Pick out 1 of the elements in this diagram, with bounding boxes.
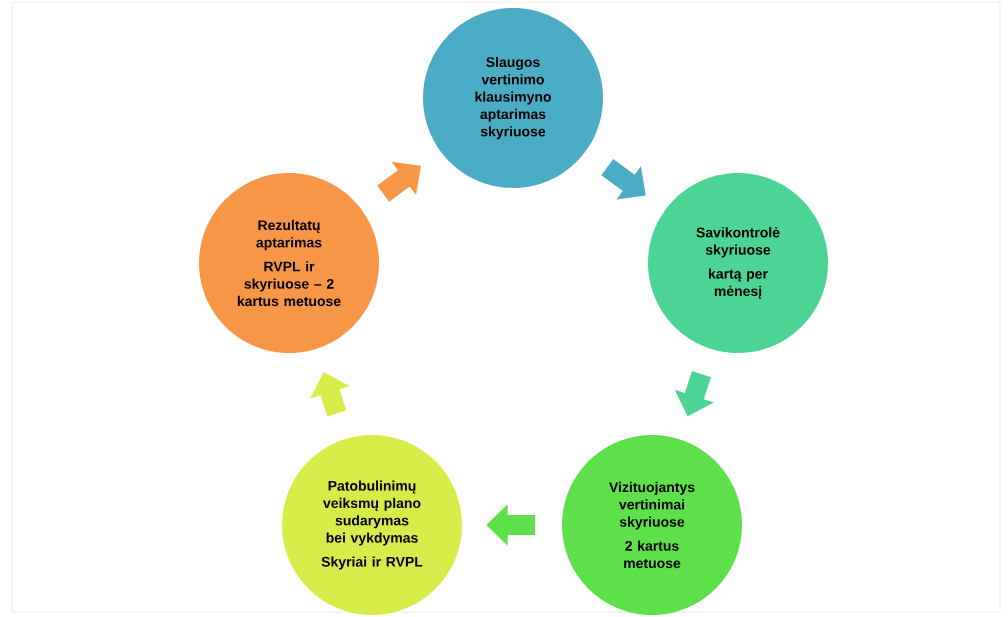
arrow xyxy=(377,161,421,202)
